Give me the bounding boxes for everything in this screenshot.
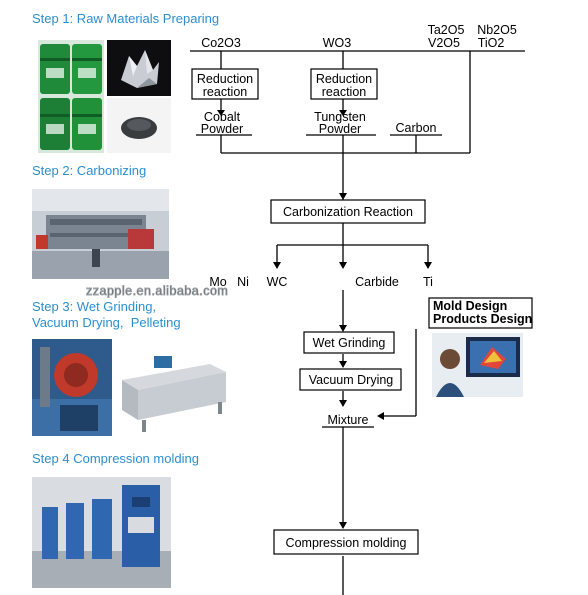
grinding-machine-photo	[32, 339, 112, 436]
carbide-label: Carbide	[355, 275, 399, 289]
step-3-label: Step 3: Wet Grinding, Vacuum Drying, Pel…	[32, 299, 181, 330]
green-drums-photo	[38, 40, 104, 153]
ta2o5-label: Ta2O5	[428, 23, 465, 37]
carbon-label: Carbon	[396, 121, 437, 135]
vacuum-drying-box: Vacuum Drying	[309, 373, 394, 387]
watermark: zzapple.en.alibaba.com	[86, 284, 228, 298]
nb2o5-label: Nb2O5	[477, 23, 517, 37]
carbonizing-furnace-photo	[32, 189, 169, 279]
ni-label: Ni	[237, 275, 249, 289]
vacuum-dryer-photo	[114, 350, 234, 436]
step-2-label: Step 2: Carbonizing	[32, 163, 147, 178]
mixture-label: Mixture	[328, 413, 369, 427]
compression-press-photo	[32, 477, 171, 588]
v2o5-label: V2O5	[428, 36, 460, 50]
tio2-label: TiO2	[478, 36, 505, 50]
carbonization-reaction-box: Carbonization Reaction	[283, 205, 413, 219]
powder-photo	[107, 98, 171, 153]
designer-monitor-photo	[432, 333, 523, 397]
step-4-label: Step 4 Compression molding	[32, 451, 199, 466]
step-1-label: Step 1: Raw Materials Preparing	[32, 11, 220, 26]
wo3-label: WO3	[323, 36, 352, 50]
ti-label: Ti	[423, 275, 433, 289]
mo-label: Mo	[209, 275, 226, 289]
compression-molding-box: Compression molding	[286, 536, 407, 550]
wet-grinding-box: Wet Grinding	[313, 336, 386, 350]
metal-crystal-photo	[107, 40, 171, 96]
co2o3-label: Co2O3	[201, 36, 241, 50]
wc-label: WC	[267, 275, 288, 289]
